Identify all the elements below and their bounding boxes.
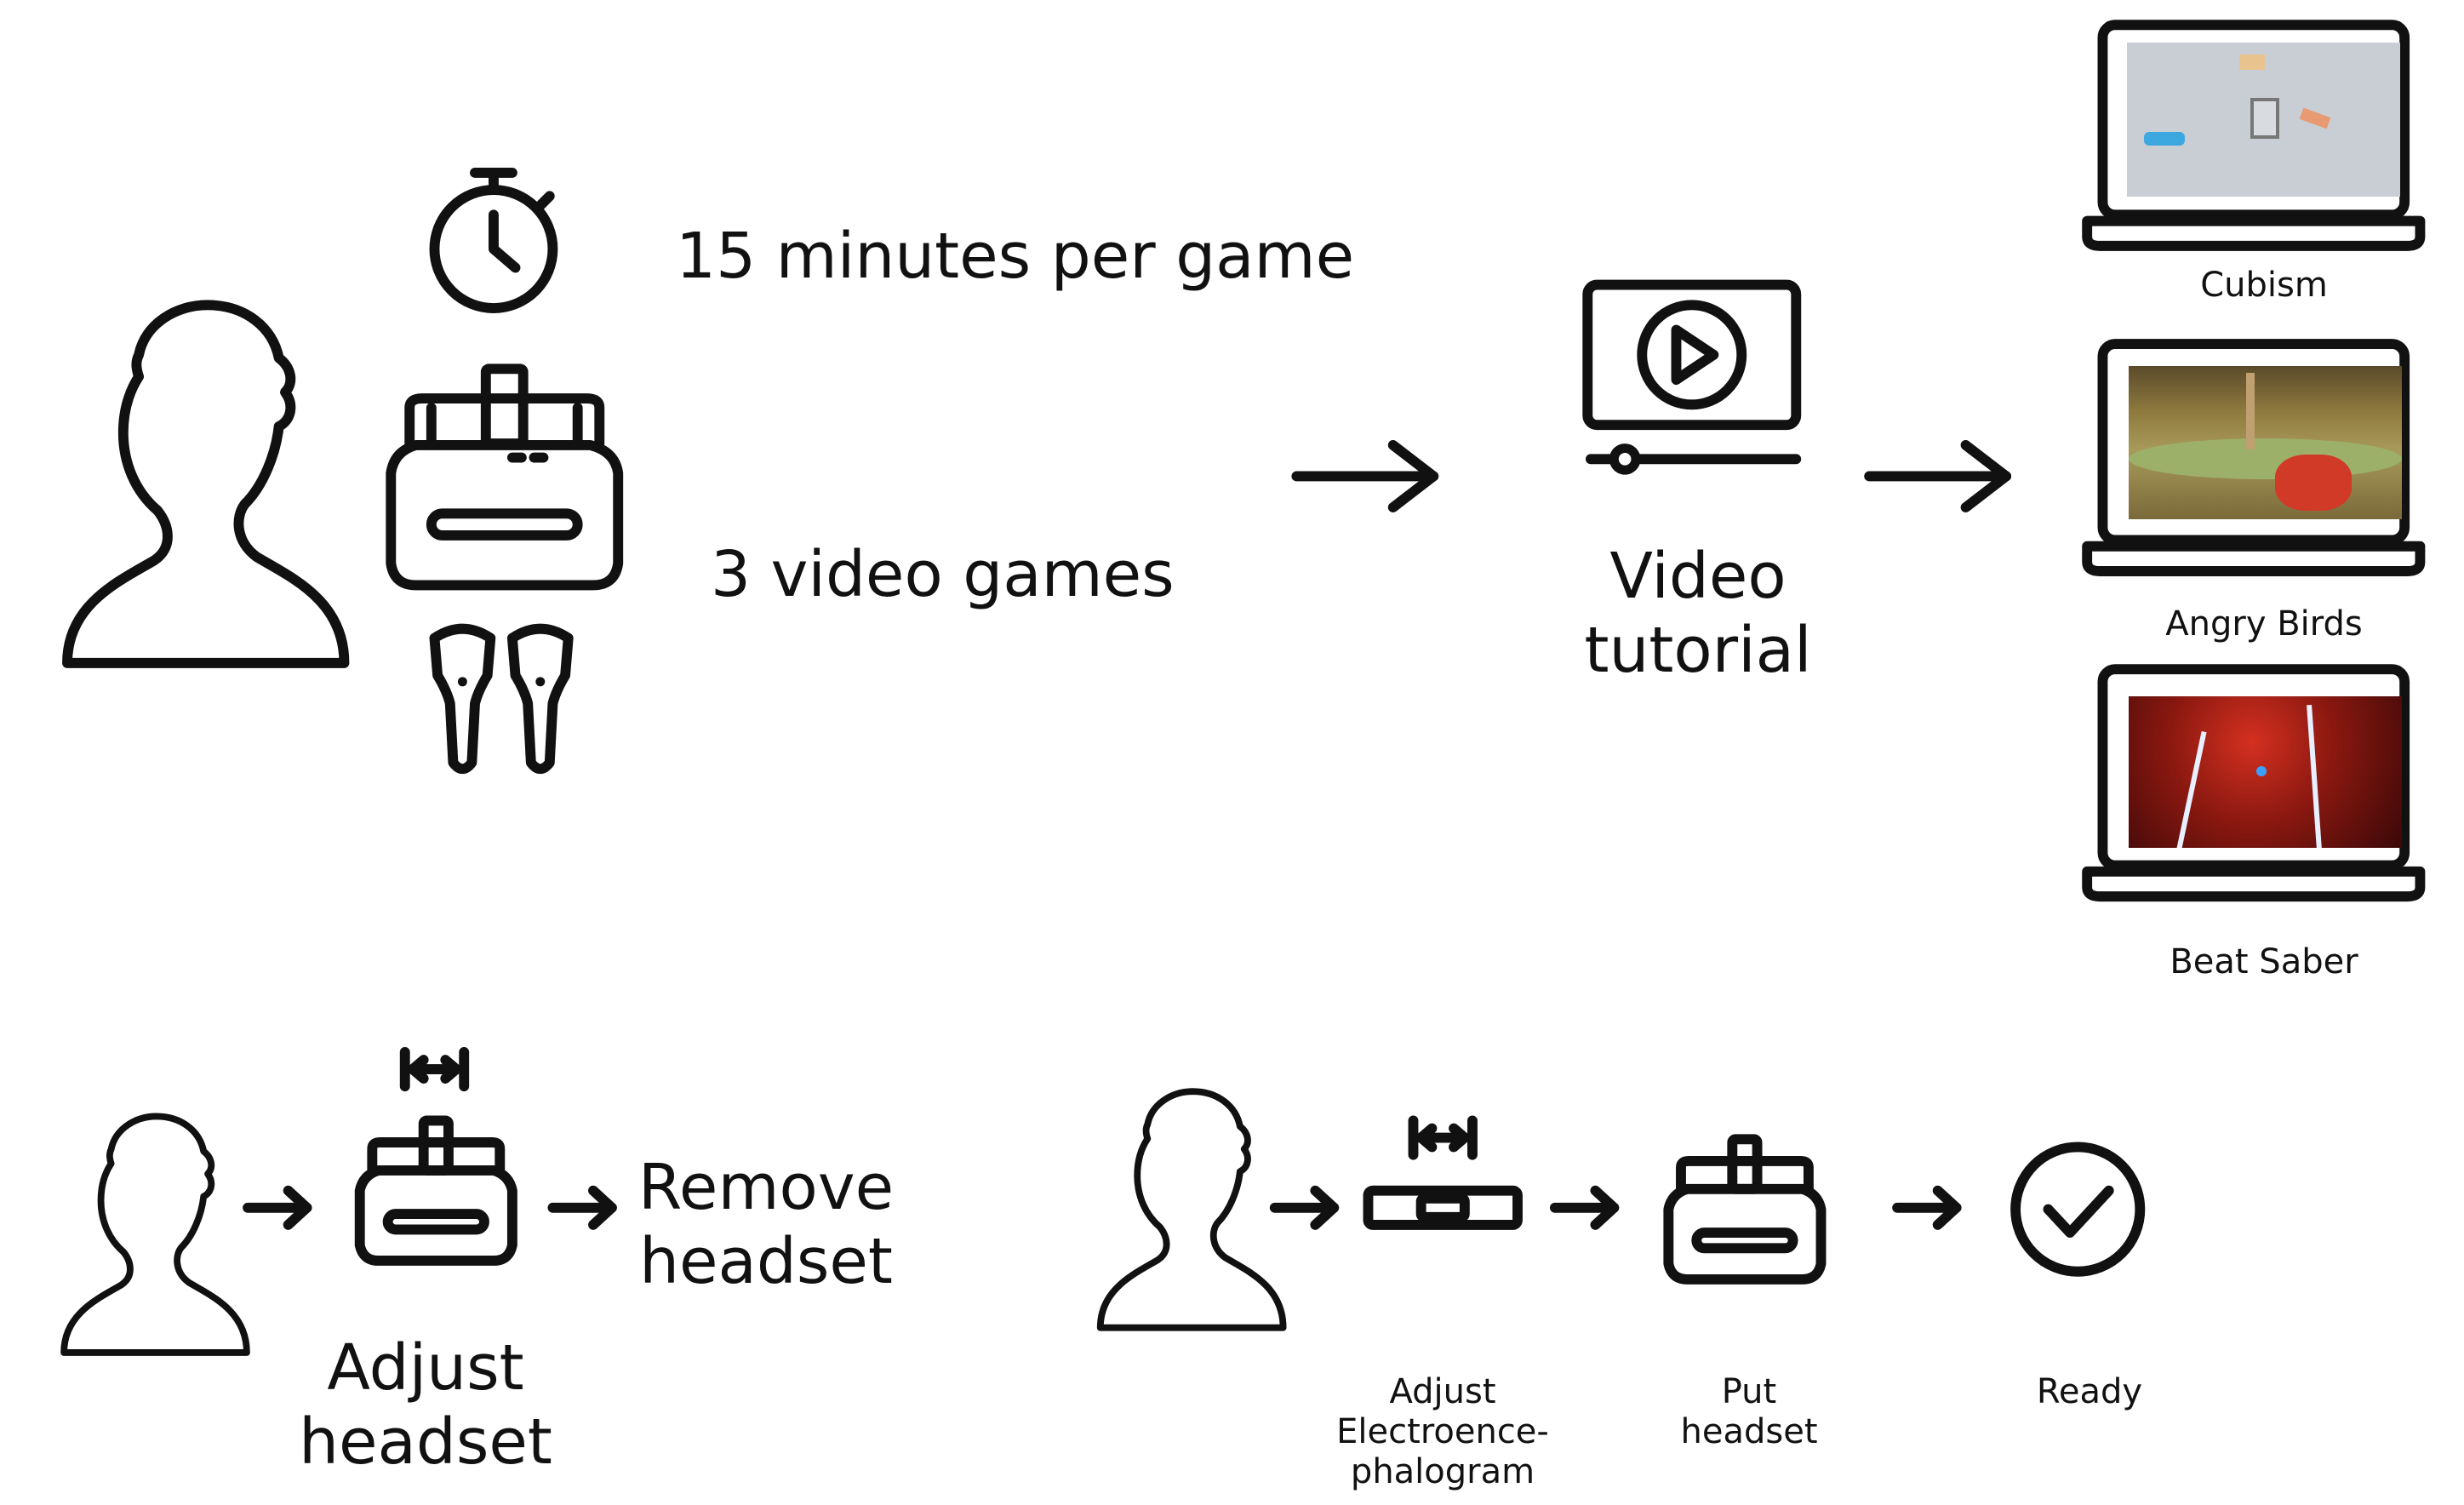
stopwatch-icon [429, 168, 558, 313]
game-label-beat-saber: Beat Saber [2170, 942, 2358, 981]
games-count-label: 3 video games [711, 538, 1175, 611]
flow-arrow [1549, 1185, 1620, 1230]
video-tutorial-label: Video tutorial [1584, 540, 1812, 688]
flow-arrow [1269, 1185, 1340, 1230]
flow-arrow [243, 1185, 312, 1230]
eeg-band-icon [1363, 1185, 1523, 1230]
laptop-cubism-icon [2082, 20, 2426, 251]
beat-saber-screenshot [2129, 696, 2402, 848]
laptop-angry-birds-icon [2082, 339, 2426, 576]
game-label-angry-birds: Angry Birds [2165, 604, 2363, 644]
vr-headset-icon [1663, 1134, 1827, 1285]
vr-headset-icon [354, 1115, 517, 1266]
put-headset-label: Put headset [1680, 1372, 1818, 1452]
flow-arrow [1892, 1185, 1962, 1230]
angry-birds-screenshot [2129, 366, 2402, 519]
laptop-beat-saber-icon [2082, 664, 2426, 902]
participant-person-icon [67, 305, 344, 663]
video-play-icon [1582, 279, 1802, 475]
ready-label: Ready [2036, 1372, 2143, 1411]
flow-arrow [1291, 439, 1439, 512]
checkmark-circle-icon [2010, 1142, 2146, 1277]
adjust-eeg-label: Adjust Electroence- phalogram [1336, 1372, 1549, 1492]
game-label-cubism: Cubism [2200, 266, 2328, 305]
adjust-width-icon [1408, 1115, 1478, 1160]
participant-person-icon [64, 1116, 247, 1353]
flow-arrow [547, 1185, 617, 1230]
adjust-width-icon [399, 1047, 470, 1092]
participant-person-icon [1101, 1091, 1283, 1328]
vr-headset-icon [386, 363, 624, 591]
adjust-headset-label: Adjust headset [299, 1331, 552, 1479]
remove-headset-label: Remove headset [637, 1151, 895, 1299]
flow-arrow [1864, 439, 2012, 512]
cubism-screenshot [2127, 43, 2400, 197]
duration-label: 15 minutes per game [676, 220, 1355, 293]
vr-controllers-icon [429, 623, 574, 775]
